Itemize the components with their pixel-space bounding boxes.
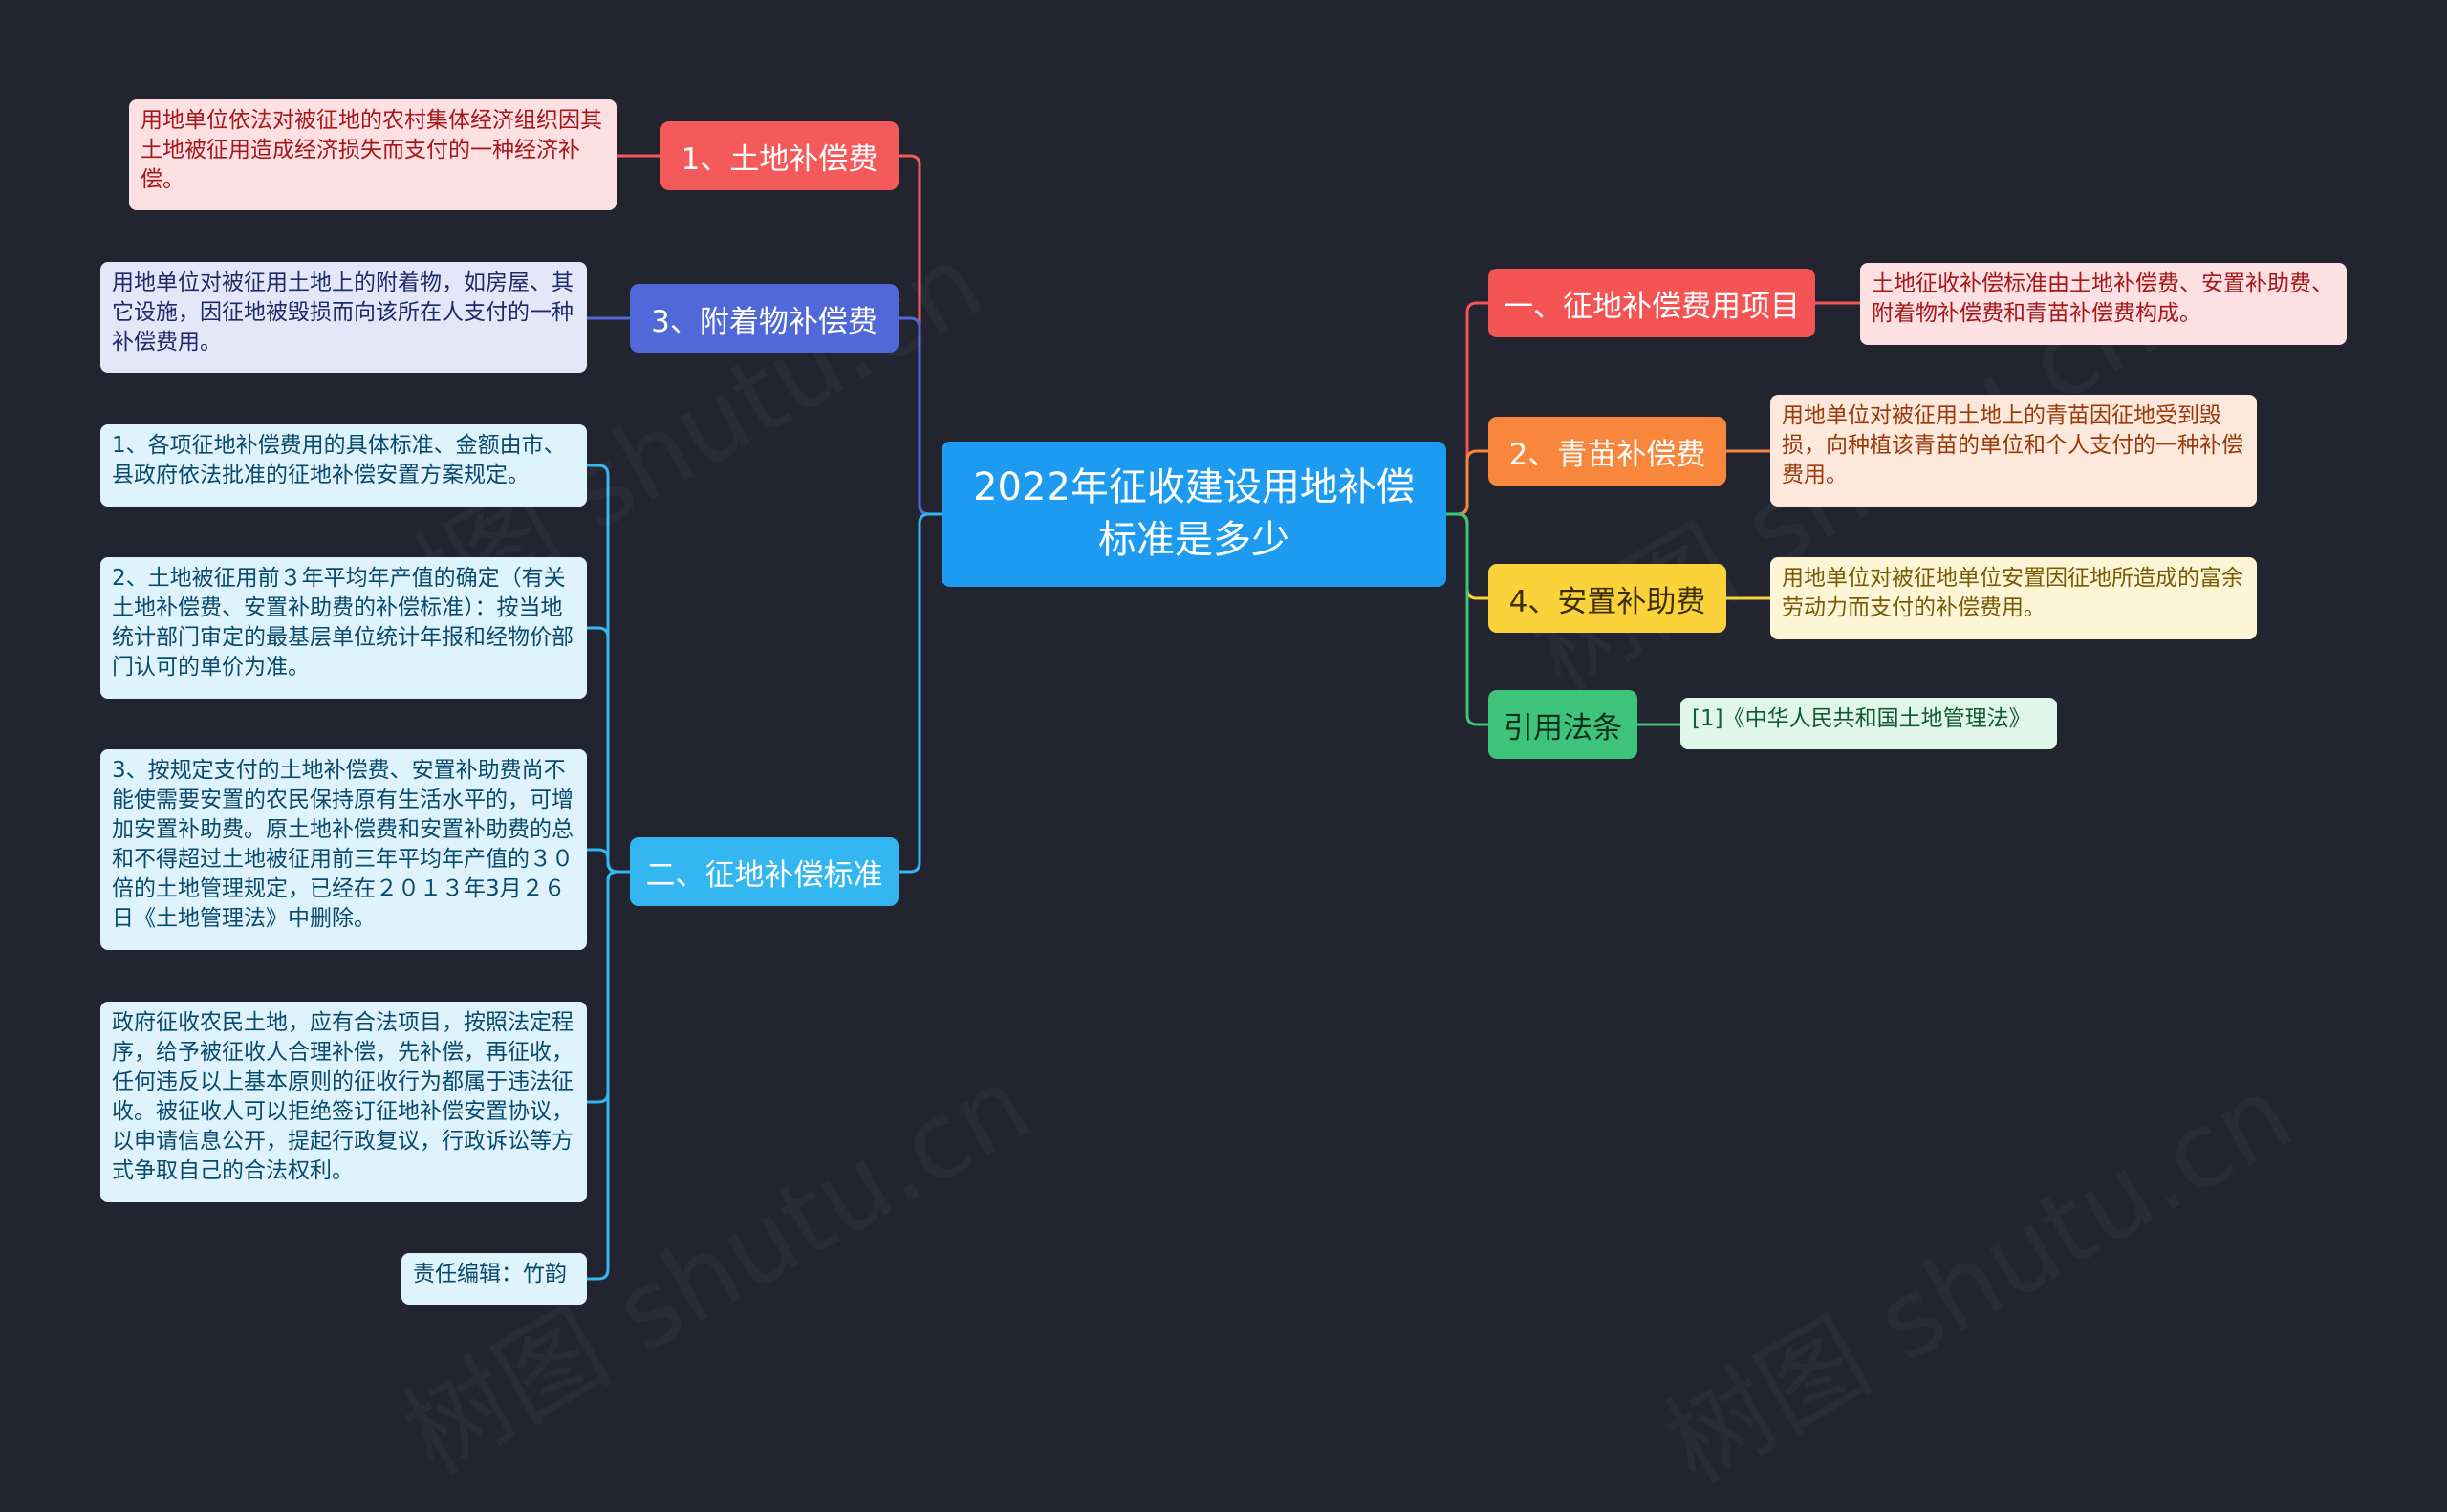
- branch-cited-law[interactable]: 引用法条: [1488, 690, 1637, 759]
- branch-land-compensation[interactable]: 1、土地补偿费: [660, 121, 899, 190]
- leaf-land-compensation-desc: 用地单位依法对被征地的农村集体经济组织因其土地被征用造成经济损失而支付的一种经济…: [129, 99, 617, 210]
- connector-root-attach: [899, 316, 942, 516]
- branch-crop-compensation[interactable]: 2、青苗补偿费: [1488, 417, 1726, 486]
- connector-standard-leaf-5: [587, 870, 630, 1281]
- leaf-standard-item-3: 3、按规定支付的土地补偿费、安置补助费尚不能使需要安置的农民保持原有生活水平的，…: [100, 749, 587, 950]
- leaf-cited-law[interactable]: [1]《中华人民共和国土地管理法》: [1680, 698, 2057, 749]
- mind-map-canvas: 树图 shutu.cn 树图 shutu.cn 树图 shutu.cn 树图 s…: [100, 99, 2347, 1305]
- root-topic[interactable]: 2022年征收建设用地补偿标准是多少: [942, 442, 1446, 587]
- connector-root-law: [1446, 512, 1488, 726]
- connector-lines: [587, 154, 1860, 1281]
- leaf-standard-item-2: 2、土地被征用前３年平均年产值的确定（有关土地补偿费、安置补助费的补偿标准）：按…: [100, 557, 587, 699]
- connector-standard-leaf-2: [587, 626, 630, 874]
- leaf-standard-editor: 责任编辑：竹韵: [401, 1253, 587, 1305]
- branch-expense-items[interactable]: 一、征地补偿费用项目: [1488, 269, 1815, 337]
- leaf-resettlement-subsidy-desc: 用地单位对被征地单位安置因征地所造成的富余劳动力而支付的补偿费用。: [1770, 557, 2257, 639]
- connector-root-standard: [899, 512, 942, 874]
- leaf-expense-items-desc: 土地征收补偿标准由土地补偿费、安置补助费、附着物补偿费和青苗补偿费构成。: [1860, 263, 2347, 345]
- leaf-standard-item-4: 政府征收农民土地，应有合法项目，按照法定程序，给予被征收人合理补偿，先补偿，再征…: [100, 1002, 587, 1202]
- branch-compensation-standard[interactable]: 二、征地补偿标准: [630, 837, 899, 906]
- branch-attachment-compensation[interactable]: 3、附着物补偿费: [630, 284, 899, 353]
- leaf-attachment-compensation-desc: 用地单位对被征用土地上的附着物，如房屋、其它设施，因征地被毁损而向该所在人支付的…: [100, 262, 587, 373]
- connector-root-crop: [1446, 449, 1488, 516]
- leaf-crop-compensation-desc: 用地单位对被征用土地上的青苗因征地受到毁损，向种植该青苗的单位和个人支付的一种补…: [1770, 395, 2257, 507]
- branch-resettlement-subsidy[interactable]: 4、安置补助费: [1488, 564, 1726, 633]
- leaf-standard-item-1: 1、各项征地补偿费用的具体标准、金额由市、县政府依法批准的征地补偿安置方案规定。: [100, 424, 587, 507]
